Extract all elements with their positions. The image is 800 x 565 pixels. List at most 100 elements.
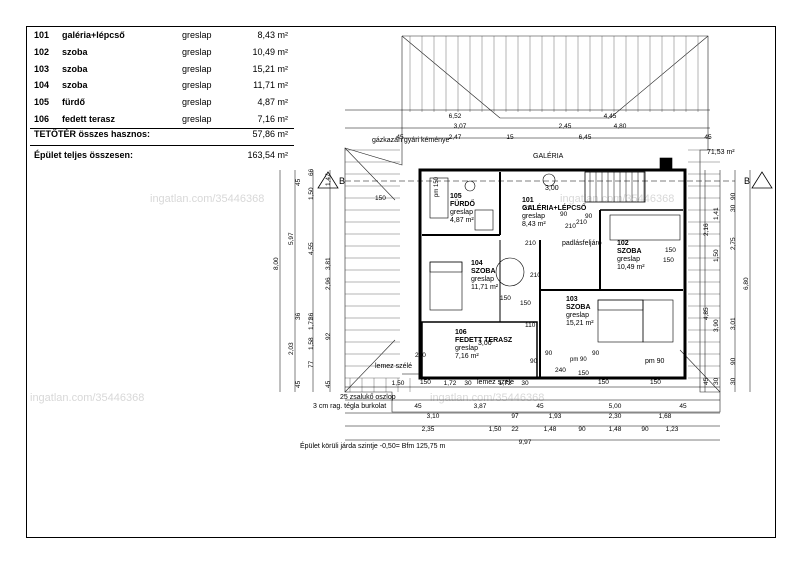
watermark: ingatlan.com/35446368 — [30, 392, 145, 404]
dimension-label: 2,30 — [609, 413, 622, 420]
dimension-label: 30 — [730, 377, 737, 385]
column-note: 25 zsalukő oszlop — [340, 394, 396, 401]
room-name: szoba — [62, 80, 88, 91]
dimension-label: 36 — [295, 312, 302, 320]
room-name: fedett terasz — [62, 114, 116, 124]
room-106-label: greslap — [455, 345, 478, 352]
dimension-label: 150 — [663, 257, 674, 264]
dimension-label: 45 — [295, 380, 302, 388]
dimension-label: 150 — [420, 379, 431, 386]
dimension-label: 45 — [295, 178, 302, 186]
dimension-label: 150 — [665, 247, 676, 254]
dimension-label: 5,00 — [609, 403, 622, 410]
sheet-frame — [26, 26, 776, 538]
dimension-label: 210 — [525, 240, 536, 247]
room-name: szoba — [62, 46, 88, 57]
dimension-label: 1,41 — [713, 207, 720, 220]
dimension-label: 90 — [530, 358, 538, 365]
walkway-level-note: Épület körüli járda szintje -0,50= Bfm 1… — [300, 441, 445, 450]
room-103-label: 103 — [566, 296, 578, 303]
dimension-label: 30 — [713, 377, 720, 385]
sheet-edge-label: lemez szélé — [375, 363, 412, 370]
sheet-edge-label: lemez szélé — [477, 379, 514, 386]
room-105-label: FÜRDŐ — [450, 199, 475, 208]
section-b-left: B — [339, 176, 345, 186]
dimension-label: 4,45 — [604, 113, 617, 120]
dimension-label: 210 — [415, 352, 426, 359]
room-105-label: 105 — [450, 193, 462, 200]
room-101-label: 101 — [522, 197, 534, 204]
room-104-label: 11,71 m² — [471, 284, 499, 291]
dimension-label: 36 — [308, 312, 315, 320]
table-divider — [30, 128, 294, 129]
room-105-label: 4,87 m² — [450, 217, 474, 224]
watermark: ingatlan.com/35446368 — [430, 392, 545, 404]
room-103-label: 15,21 m² — [566, 320, 594, 327]
dimension-label: 110 — [525, 322, 536, 329]
dimension-label: 150 — [650, 379, 661, 386]
dimension-label: 90 — [585, 213, 593, 220]
dimension-label: 30 — [730, 204, 737, 212]
dimension-label: 90 — [730, 357, 737, 365]
dimension-label: 4,85 — [703, 307, 710, 320]
room-102-label: greslap — [617, 256, 640, 263]
dimension-label: 90 — [592, 350, 600, 357]
dimension-label: 1,68 — [659, 413, 672, 420]
stair-treads — [589, 172, 645, 202]
room-number: 102 — [34, 46, 50, 57]
dimension-label: 150 — [578, 370, 589, 377]
dimension-label: 45 — [414, 403, 422, 410]
height-label: 3,00 — [545, 185, 559, 192]
room-102-label: SZOBA — [617, 248, 642, 255]
room-106-label: FEDETT TERASZ — [455, 337, 513, 344]
room-106-label: 7,16 m² — [455, 353, 479, 360]
table-divider — [30, 145, 294, 146]
building-total-row: Épület teljes összesen: 163,54 m² — [32, 150, 294, 164]
building-total-label: Épület teljes összesen: — [34, 150, 134, 160]
attic-total-label: TETŐTÉR összes hasznos: — [34, 129, 151, 139]
dimension-label: 45 — [536, 403, 544, 410]
dimension-label: 210 — [523, 205, 534, 212]
room-floor: greslap — [182, 114, 212, 124]
dimension-label: 1,48 — [609, 426, 622, 433]
dimension-label: 6,80 — [743, 277, 750, 290]
dimension-label: 210 — [565, 223, 576, 230]
dimension-label: 6,45 — [579, 134, 592, 141]
dimension-label: 45 — [396, 134, 404, 141]
room-103-label: SZOBA — [566, 304, 591, 311]
dimension-label: 1,50 — [489, 426, 502, 433]
parapet-label: pm 90 — [570, 357, 587, 363]
dimension-label: 9,97 — [519, 439, 532, 446]
dimension-label: 90 — [560, 211, 568, 218]
room-name: galéria+lépcső — [62, 30, 125, 40]
dimension-label: 45 — [325, 380, 332, 388]
dimension-label: 1,50 — [713, 249, 720, 262]
dimension-label: 3,01 — [730, 317, 737, 330]
dimension-label: 1,58 — [308, 337, 315, 350]
dimension-label: 150 — [520, 300, 531, 307]
furniture — [402, 157, 681, 375]
room-101-label: greslap — [522, 213, 545, 220]
dimension-label: 5,97 — [288, 232, 295, 245]
room-104-label: SZOBA — [471, 268, 496, 275]
roof-rafters — [345, 36, 720, 392]
room-number: 101 — [34, 30, 50, 40]
room-area: 7,16 m² — [257, 114, 288, 124]
room-floor: greslap — [182, 46, 212, 57]
dimension-label: 3,10 — [427, 413, 440, 420]
dimension-label: 150 — [375, 195, 386, 202]
dimension-label: 1,50 — [392, 380, 405, 387]
dimension-label: 45 — [703, 377, 710, 385]
dimension-label: 4,80 — [614, 123, 627, 130]
room-floor: greslap — [182, 30, 212, 40]
dimension-label: 1,72 — [444, 380, 457, 387]
dimension-label: 2,35 — [422, 426, 435, 433]
walls — [418, 168, 687, 380]
dimension-label: 97 — [511, 413, 519, 420]
galeria-label: GALÉRIA — [533, 151, 564, 160]
